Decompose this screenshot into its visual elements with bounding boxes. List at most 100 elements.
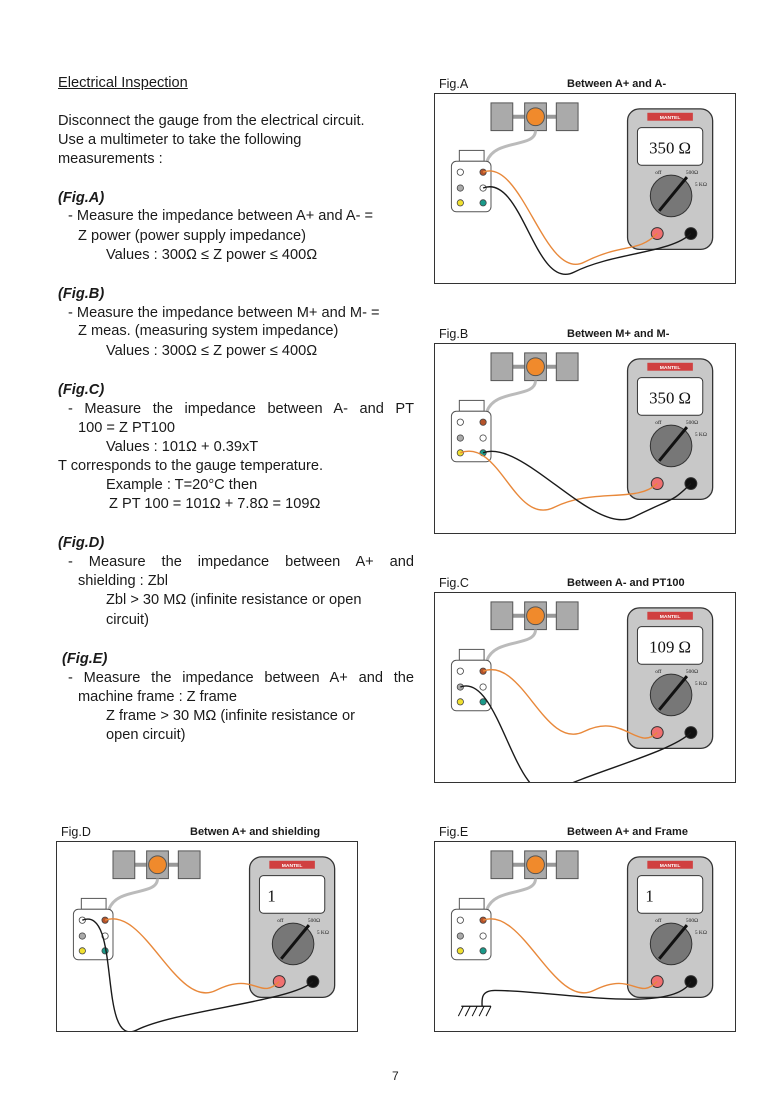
brand-logo-text: MANTEL	[660, 365, 681, 371]
dial-label-500: 500Ω	[686, 420, 698, 426]
fig-c-line: Z PT 100 = 101Ω + 7.8Ω = 109Ω	[109, 496, 321, 512]
fig-c-heading: (Fig.C)	[58, 382, 105, 398]
dial-label-off: off	[655, 169, 661, 176]
connector-pin-br	[479, 698, 487, 706]
sensor-right-block	[555, 352, 579, 382]
display-reading: 350 Ω	[649, 388, 691, 407]
orange-wire	[482, 668, 658, 739]
brand-logo	[647, 611, 693, 620]
brand-logo-text: MANTEL	[282, 863, 303, 869]
fig-c-line: 100 = Z PT100	[78, 420, 175, 436]
intro-line: Use a multimeter to take the following	[58, 132, 302, 148]
dial-label-5k: 5 KΩ	[695, 182, 707, 188]
fig-c-line: T corresponds to the gauge temperature.	[58, 458, 324, 474]
fig-a-heading: (Fig.A)	[58, 190, 105, 206]
sensor-probe	[526, 107, 545, 127]
dial-label-500: 500Ω	[686, 669, 698, 675]
connector-pin-ml	[456, 932, 464, 940]
gray-cable	[485, 130, 538, 162]
dial-label-5k: 5 KΩ	[695, 930, 707, 936]
wiring-diagram: MANTEL 109 Ω off 500Ω 5 KΩ	[450, 601, 714, 782]
connector-tab	[80, 897, 107, 910]
fig-c-line: - Measure the impedance between A- and P…	[68, 401, 414, 417]
connector-pin-ml	[456, 434, 464, 442]
connector-pin-ml	[78, 932, 86, 940]
figure-c: MANTEL 109 Ω off 500Ω 5 KΩ	[434, 592, 736, 783]
gray-cable	[485, 878, 538, 910]
fig-b-line: - Measure the impedance between M+ and M…	[68, 305, 380, 321]
intro-line: Disconnect the gauge from the electrical…	[58, 113, 365, 129]
display-reading: 109 Ω	[649, 637, 691, 656]
brand-logo	[269, 860, 315, 869]
connector-pin-mr	[479, 683, 487, 691]
ground-hatch	[478, 1006, 485, 1017]
fig-e-label: Fig.E	[439, 825, 469, 839]
gray-cable	[485, 629, 538, 661]
connector-tab	[458, 399, 485, 412]
connector-pin-mr	[479, 932, 487, 940]
black-wire	[460, 685, 692, 782]
sensor-left-block	[112, 850, 136, 880]
multimeter-display	[636, 875, 704, 914]
connector-pin-bl	[456, 947, 464, 955]
brand-logo-text: MANTEL	[660, 863, 681, 869]
sensor-left-block	[490, 601, 514, 631]
dial-label-500: 500Ω	[686, 170, 698, 176]
connector-pin-bl	[456, 199, 464, 207]
dial-pointer	[658, 924, 689, 960]
connector-pin-tl	[456, 168, 464, 176]
orange-wire	[482, 918, 658, 994]
dial-label-5k: 5 KΩ	[695, 681, 707, 687]
connector-pin-tl	[456, 667, 464, 675]
fig-d-line: shielding : Zbl	[78, 573, 169, 589]
connector-pin-tr	[101, 916, 109, 924]
connector-pin-ml	[456, 683, 464, 691]
dial-pointer	[658, 176, 689, 212]
brand-logo	[647, 362, 693, 371]
fig-e-title: Between A+ and Frame	[567, 826, 688, 838]
sensor-left-block	[490, 102, 514, 132]
connector-pin-tl	[456, 916, 464, 924]
brand-logo-text: MANTEL	[660, 614, 681, 620]
fig-d-line: circuit)	[106, 612, 149, 628]
fig-d-line: Zbl > 30 MΩ (infinite resistance or open	[106, 592, 362, 608]
orange-wire	[460, 450, 658, 511]
connector-pin-bl	[456, 449, 464, 457]
multimeter-display	[636, 626, 704, 665]
connector-pin-br	[479, 947, 487, 955]
connector-tab	[458, 149, 485, 162]
sensor-right-block	[555, 102, 579, 132]
display-reading: 1	[267, 886, 275, 905]
connector-pin-mr	[479, 184, 487, 192]
sensor-left-block	[490, 850, 514, 880]
dial-label-off: off	[655, 668, 661, 675]
fig-a-title: Between A+ and A-	[567, 78, 667, 90]
connector-pin-tl	[456, 418, 464, 426]
brand-logo-text: MANTEL	[660, 115, 681, 121]
page-number: 7	[392, 1069, 399, 1083]
sensor-right-block	[555, 601, 579, 631]
fig-b-line: Z meas. (measuring system impedance)	[78, 323, 339, 339]
sensor-right-block	[555, 850, 579, 880]
sensor-probe	[526, 855, 545, 875]
ground-hatch	[485, 1006, 492, 1017]
fig-d-title: Betwen A+ and shielding	[190, 826, 321, 838]
fig-c-title: Between A- and PT100	[567, 577, 685, 589]
fig-d-line: - Measure the impedance between A+ and	[68, 554, 414, 570]
connector-pin-mr	[479, 434, 487, 442]
fig-e-line: open circuit)	[106, 727, 186, 743]
black-wire	[82, 918, 314, 1031]
dial-pointer	[280, 924, 311, 960]
fig-a-label: Fig.A	[439, 77, 469, 91]
fig-b-label: Fig.B	[439, 327, 469, 341]
orange-wire	[104, 918, 280, 994]
fig-e-line: machine frame : Z frame	[78, 689, 237, 705]
fig-b-heading: (Fig.B)	[58, 286, 105, 302]
